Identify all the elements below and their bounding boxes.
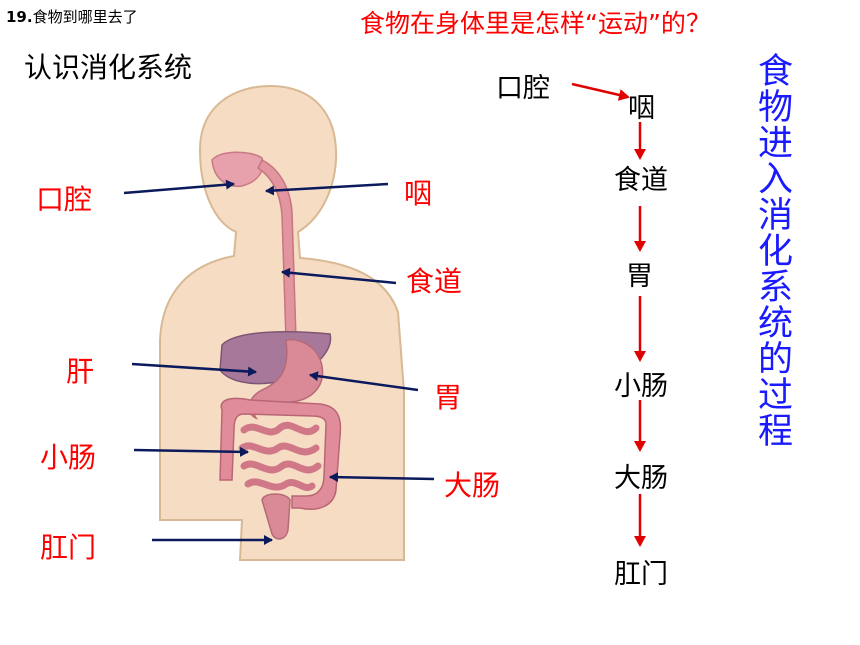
label-pharynx: 咽 <box>404 177 433 210</box>
flow-step-small-intestine: 小肠 <box>614 371 668 402</box>
large-intestine <box>219 397 342 510</box>
arrow-small-intestine <box>133 446 249 457</box>
rectum <box>261 493 291 540</box>
flow-arrow-1 <box>571 82 630 101</box>
arrow-pharynx <box>265 182 389 196</box>
label-stomach: 胃 <box>434 381 463 414</box>
arrow-mouth <box>123 179 235 195</box>
flow-step-large-intestine: 大肠 <box>614 463 668 494</box>
lesson-title: 食物到哪里去了 <box>32 8 138 26</box>
arrow-stomach <box>309 371 419 392</box>
label-anus: 肛门 <box>40 531 97 564</box>
flow-step-anus: 肛门 <box>614 559 668 590</box>
label-mouth: 口腔 <box>36 183 93 216</box>
question-title: 食物在身体里是怎样“运动”的？ <box>360 9 711 38</box>
flow-step-esophagus: 食道 <box>614 165 668 196</box>
label-large-intestine: 大肠 <box>444 469 501 502</box>
arrow-esophagus <box>281 267 397 285</box>
small-intestine <box>238 421 322 491</box>
label-arrows <box>123 179 435 545</box>
flow-step-stomach: 胃 <box>626 261 653 292</box>
label-liver: 肝 <box>66 355 95 388</box>
label-small-intestine: 小肠 <box>40 441 97 474</box>
oral-cavity <box>211 151 264 188</box>
esophagus <box>257 158 297 341</box>
lesson-number: 19. <box>6 8 33 26</box>
flow-step-mouth: 口腔 <box>496 73 550 104</box>
flow-step-pharynx: 咽 <box>628 93 655 124</box>
arrow-large-intestine <box>329 472 435 483</box>
arrow-liver <box>131 362 257 377</box>
section-subtitle: 认识消化系统 <box>24 51 193 84</box>
lesson-heading: 19.食物到哪里去了 <box>6 6 138 27</box>
flow-arrows <box>571 82 646 547</box>
vertical-process-title: 食物进入消化系统的过程 <box>752 52 792 448</box>
label-esophagus: 食道 <box>406 265 463 298</box>
